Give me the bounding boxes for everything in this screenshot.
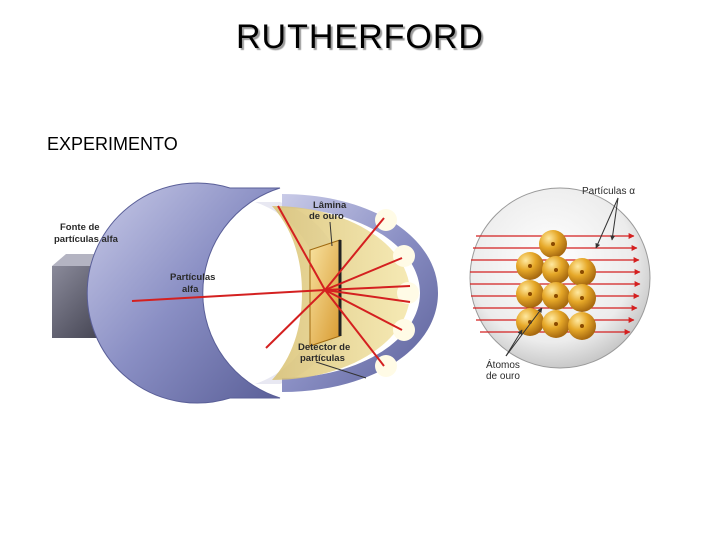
gold-atoms-label-2: de ouro — [486, 371, 520, 382]
detector-label-1: Detector de — [298, 342, 350, 353]
gold-atoms-label-1: Átomos — [486, 358, 520, 371]
foil-label-1: Lâmina — [313, 200, 347, 211]
rutherford-diagram: Fonte de partículas alfa Partículas alfa… — [52, 182, 651, 404]
particles-label-2: alfa — [182, 284, 199, 295]
source-label-2: partículas alfa — [54, 234, 119, 245]
gold-foil — [309, 239, 342, 347]
foil-label-2: de ouro — [309, 211, 344, 222]
slide-title: RUTHERFORD — [236, 18, 484, 56]
source-label-1: Fonte de — [60, 222, 100, 233]
alpha-beam — [131, 205, 411, 367]
atomic-view — [469, 187, 651, 369]
detector-label-2: partículas — [300, 353, 345, 364]
slide-subtitle: EXPERIMENTO — [47, 134, 178, 154]
particles-label-1: Partículas — [170, 272, 215, 283]
alpha-particles-label: Partículas α — [582, 186, 635, 197]
gold-atoms — [516, 230, 596, 340]
